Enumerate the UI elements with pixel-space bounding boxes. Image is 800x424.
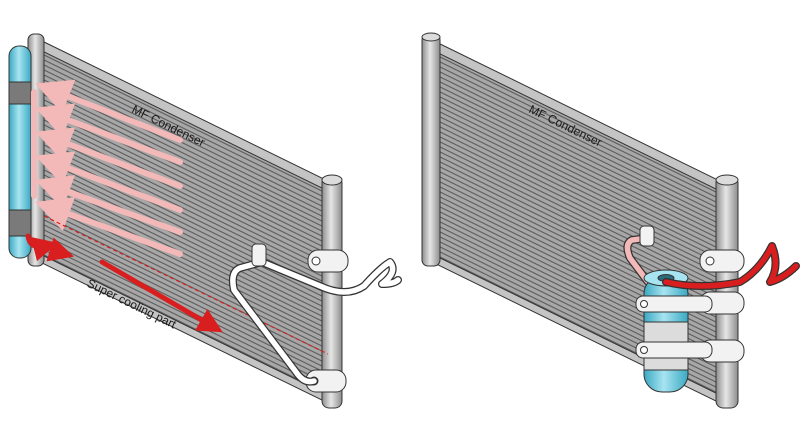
fin-line (40, 217, 330, 361)
fin-line (40, 67, 330, 211)
fin-line (40, 187, 330, 331)
fin-line (40, 192, 330, 336)
right-left-tank-cap (421, 32, 441, 42)
fin-line (40, 242, 330, 386)
fin-line (432, 72, 722, 216)
right-red-pipe (662, 242, 800, 290)
fin-line (432, 62, 722, 206)
fin-line (40, 137, 330, 281)
fin-line (40, 167, 330, 311)
fin-line (40, 97, 330, 241)
left-flow-arrows (31, 79, 183, 257)
fin-line (40, 62, 330, 206)
fin-line (432, 97, 722, 241)
right-bracket-upper (699, 249, 745, 273)
left-pipe (228, 243, 402, 386)
fin-line (40, 122, 330, 266)
fin-line (40, 107, 330, 251)
fin-line (40, 227, 330, 371)
left-receiver-band-top (8, 81, 32, 105)
left-subcool-divider (43, 215, 329, 355)
fin-line (40, 117, 330, 261)
fin-line (432, 87, 722, 231)
fin-line (40, 72, 330, 216)
fin-line (432, 142, 722, 286)
left-condenser: MF Condenser Super cooling part (8, 33, 402, 409)
fin-line (432, 102, 722, 246)
fin-line (432, 137, 722, 281)
fin-line (40, 142, 330, 286)
left-right-tank-cap (321, 174, 343, 186)
fin-line (40, 112, 330, 256)
fin-line (40, 87, 330, 231)
fin-line (40, 207, 330, 351)
fin-line (40, 92, 330, 236)
fin-line (432, 82, 722, 226)
fin-line (40, 57, 330, 201)
left-bracket-upper (307, 249, 349, 273)
fin-line (40, 182, 330, 326)
fin-line (40, 247, 330, 391)
fin-line (40, 157, 330, 301)
fin-line (432, 112, 722, 256)
fin-line (432, 132, 722, 276)
right-pink-pipe (623, 225, 655, 286)
fin-line (432, 52, 722, 196)
right-condenser: MF Condenser (421, 32, 800, 409)
fin-line (432, 122, 722, 266)
fin-line (40, 222, 330, 366)
fin-line (40, 252, 330, 396)
right-right-tank-cap (715, 174, 739, 186)
fin-line (432, 127, 722, 271)
fin-line (432, 147, 722, 291)
right-receiver-clamps (635, 295, 713, 359)
left-receiver-band-bottom (8, 209, 32, 237)
fin-line (40, 202, 330, 346)
fin-line (40, 162, 330, 306)
fin-line (432, 107, 722, 251)
fin-line (432, 67, 722, 211)
fin-line (432, 117, 722, 261)
fin-line (40, 132, 330, 276)
left-subcool-arrows (25, 233, 223, 333)
fin-line (432, 77, 722, 221)
right-left-header-tank (421, 33, 441, 267)
fin-line (432, 92, 722, 236)
fin-line (432, 57, 722, 201)
fin-line (40, 52, 330, 196)
